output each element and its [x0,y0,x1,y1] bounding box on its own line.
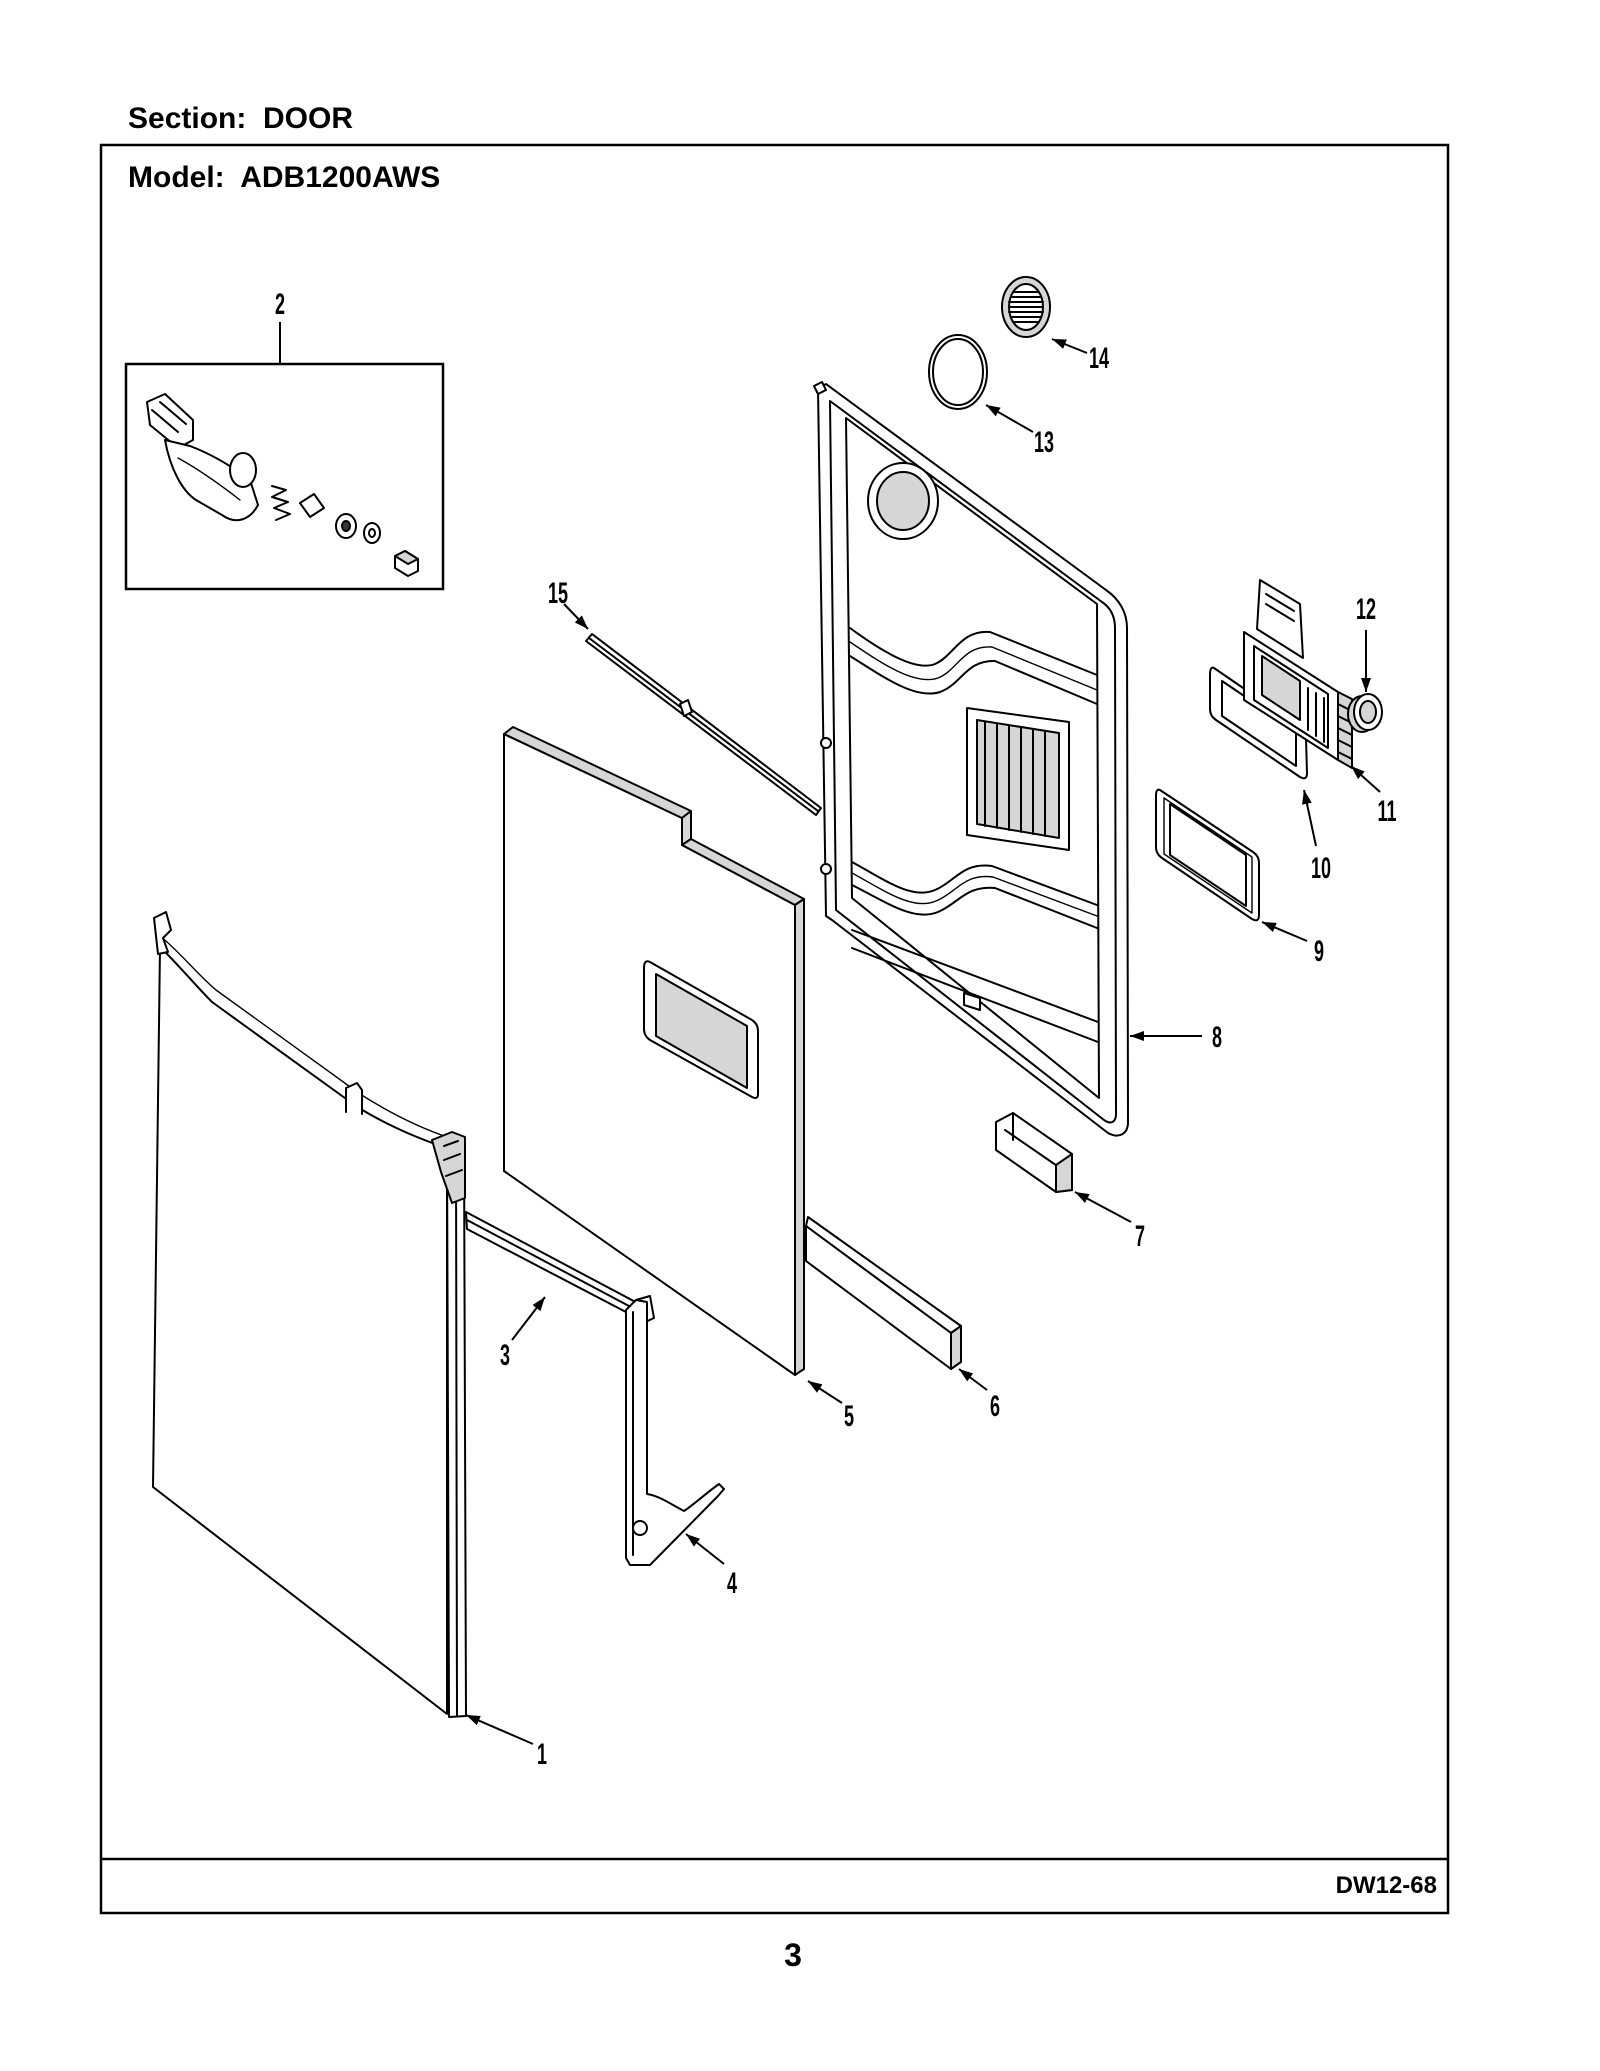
callout-4: 4 [727,1568,737,1601]
model-title: Model: ADB1200AWS [128,161,440,194]
diagram-frame [99,143,1450,1915]
leader-arrow-6 [958,1368,988,1391]
leader-arrow-11 [1350,765,1381,793]
part-6-drawing [805,1216,962,1370]
callout-10: 10 [1311,853,1331,886]
leader-arrow-3 [511,1296,546,1341]
callout-14: 14 [1089,343,1109,376]
callout-1: 1 [537,1739,547,1772]
part-8-drawing [813,381,1129,1137]
leader-arrow-13 [985,404,1034,433]
callout-9: 9 [1314,936,1324,969]
leader-arrow-9 [1261,921,1308,942]
leader-arrow-7 [1074,1191,1132,1223]
section-title: Section: DOOR [128,102,353,135]
leader-arrow-5 [807,1380,843,1404]
part-2-inset-box [124,362,445,591]
part-12-drawing [1347,693,1383,733]
part-11-drawing [1243,579,1353,769]
callout-8: 8 [1212,1022,1222,1055]
callout-11: 11 [1378,796,1397,829]
page-number: 3 [784,1937,802,1973]
part-2-drawing [146,393,419,577]
part-5-drawing [503,726,805,1376]
callout-15: 15 [548,578,568,611]
callout-13: 13 [1034,427,1054,460]
leader-arrow-15 [563,603,589,630]
part-13-drawing [928,334,988,410]
callout-3: 3 [500,1340,510,1373]
leader-arrow-4 [685,1533,725,1565]
callout-7: 7 [1135,1221,1145,1254]
leader-arrow-14 [1051,338,1088,354]
callout-6: 6 [990,1391,1000,1424]
part-7-drawing [995,1112,1073,1193]
callout-2: 2 [275,289,285,322]
part-14-drawing [1001,276,1051,338]
leader-arrow-1 [465,1714,534,1745]
part-4-drawing [625,1299,725,1566]
part-15-drawing [585,633,822,816]
callout-5: 5 [844,1401,854,1434]
diagram-code: DW12-68 [1336,1872,1437,1899]
part-9-drawing [1155,788,1260,922]
callout-12: 12 [1356,594,1376,627]
part-1-drawing [152,911,467,1718]
leader-arrow-10 [1302,789,1317,847]
